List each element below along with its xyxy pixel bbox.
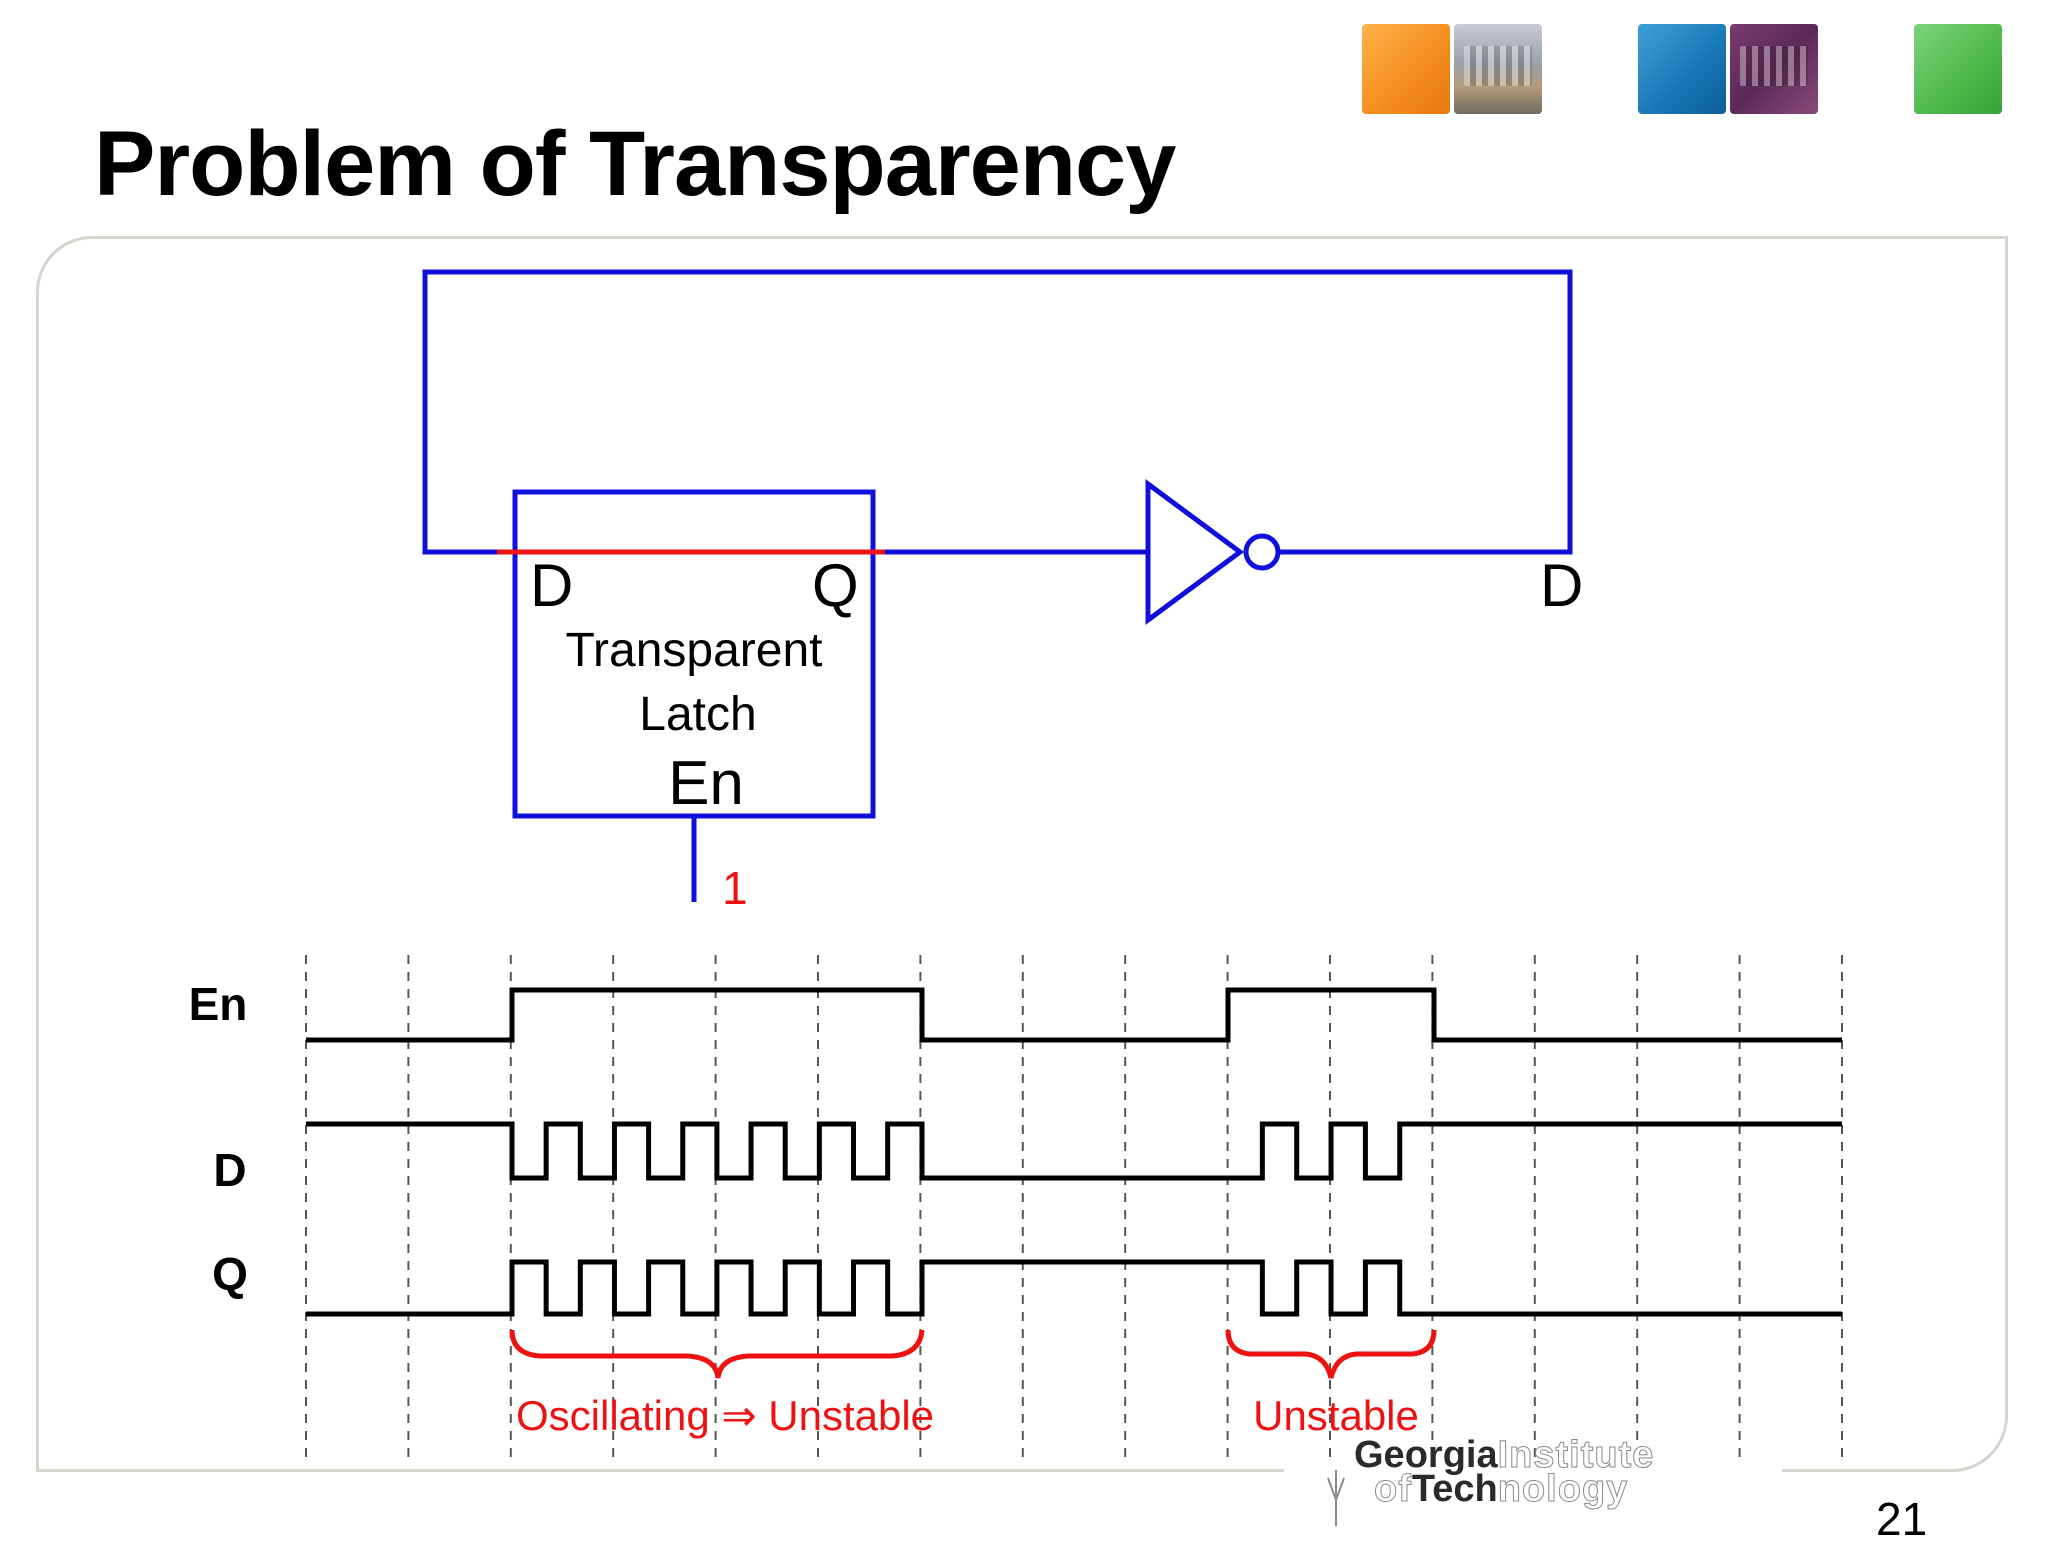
latch-circuit: D Q Transparent Latch En 1 D	[422, 269, 1583, 914]
annotation-unstable: Unstable	[1253, 1392, 1419, 1439]
timing-diagram: En D Q Oscillating ⇒ Unstable Unstable	[189, 955, 1843, 1462]
logo-word-georgia: Georgia	[1354, 1434, 1498, 1476]
wave-q	[306, 1259, 1842, 1317]
latch-port-q: Q	[812, 552, 859, 619]
output-d-label: D	[1540, 552, 1583, 619]
brace-unstable	[1225, 1329, 1437, 1379]
wave-d	[306, 1121, 1842, 1181]
wave-en	[306, 987, 1842, 1043]
timing-waves	[306, 987, 1842, 1317]
content-frame	[36, 236, 2008, 1472]
page-number: 21	[1876, 1493, 1928, 1545]
campus-photo	[1454, 24, 1542, 114]
signal-label-q: Q	[212, 1248, 248, 1300]
latch-name-line2: Latch	[639, 688, 756, 741]
inverter-gate	[1145, 479, 1245, 625]
gt-mark-icon	[1326, 1470, 1346, 1526]
circuit-photo	[1730, 24, 1818, 114]
enable-value: 1	[722, 862, 748, 914]
timing-grid	[305, 955, 1843, 1462]
signal-label-en: En	[189, 978, 248, 1030]
signal-label-d: D	[213, 1144, 246, 1196]
logo-word-institute: Institute	[1497, 1434, 1655, 1476]
logo-word-nology: nology	[1497, 1468, 1629, 1510]
georgia-tech-logo: GeorgiaInstitute ofTechnology	[1346, 1434, 1655, 1510]
orange-tile	[1362, 24, 1450, 114]
feedback-wire	[422, 269, 1573, 555]
blue-tile	[1638, 24, 1726, 114]
logo-word-tech: Tech	[1411, 1468, 1498, 1510]
annotation-oscillating: Oscillating ⇒ Unstable	[516, 1392, 934, 1439]
slide-title: Problem of Transparency	[94, 113, 1176, 215]
latch-name-line1: Transparent	[565, 624, 822, 677]
latch-port-en: En	[668, 749, 744, 818]
latch-port-d: D	[530, 552, 573, 619]
green-tile	[1914, 24, 2002, 114]
inverter-bubble	[1243, 533, 1281, 571]
logo-word-of: of	[1374, 1468, 1412, 1510]
frame-gap	[1284, 1462, 1782, 1478]
brace-oscillating	[509, 1329, 925, 1379]
